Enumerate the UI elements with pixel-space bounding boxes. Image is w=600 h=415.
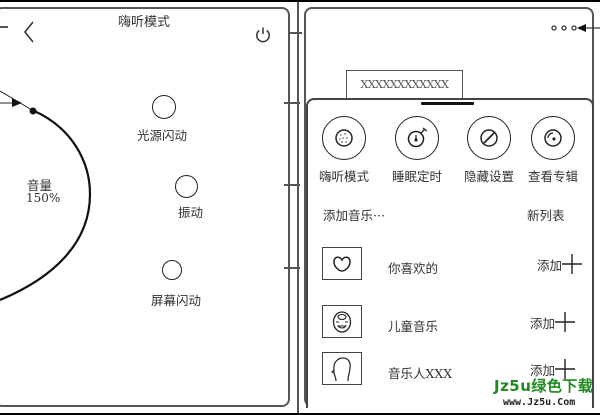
func-label: 查看专辑 xyxy=(527,169,578,184)
album-icon xyxy=(544,129,562,147)
playlist-name[interactable]: 音乐人XXX xyxy=(388,366,453,381)
watermark-url: www.Jz5u.Com xyxy=(503,397,576,408)
power-icon[interactable] xyxy=(254,26,272,44)
func-label: 睡眠定时 xyxy=(391,169,442,184)
add-button[interactable]: 添加 xyxy=(530,312,576,332)
plus-icon xyxy=(562,254,583,274)
playlist-thumb xyxy=(322,305,362,338)
screen-flash-toggle[interactable] xyxy=(162,260,182,280)
add-label: 添加 xyxy=(530,315,556,331)
heart-icon xyxy=(333,256,351,272)
add-label: 添加 xyxy=(530,362,556,378)
add-button[interactable]: 添加 xyxy=(530,359,576,379)
more-dots-icon[interactable] xyxy=(550,22,600,34)
connector-line xyxy=(297,2,299,413)
plus-icon xyxy=(555,312,576,332)
playlist-name[interactable]: 儿童音乐 xyxy=(388,319,439,334)
func-label: 隐藏设置 xyxy=(463,169,514,184)
connector-tick xyxy=(0,26,8,28)
vibrate-label: 振动 xyxy=(178,205,204,220)
chevron-left-icon[interactable] xyxy=(22,20,36,44)
timer-icon xyxy=(407,127,428,148)
func-hide-settings[interactable]: 隐藏设置 xyxy=(459,116,519,185)
light-flash-toggle[interactable] xyxy=(152,95,176,119)
volume-label: 音量 xyxy=(27,178,53,193)
plus-icon xyxy=(555,359,576,379)
new-list-button[interactable]: 新列表 xyxy=(527,208,565,223)
func-label: 嗨听模式 xyxy=(318,169,369,184)
connector-tick xyxy=(284,267,300,269)
func-haiting-mode[interactable]: 嗨听模式 xyxy=(314,116,374,185)
connector-tick xyxy=(288,32,302,34)
connector-tick xyxy=(284,102,300,104)
add-music-link[interactable]: 添加音乐··· xyxy=(323,208,385,223)
child-face-icon xyxy=(332,310,352,333)
person-head-icon xyxy=(331,356,351,381)
add-button[interactable]: 添加 xyxy=(537,254,583,274)
screen-flash-label: 屏幕闪动 xyxy=(151,293,202,308)
hide-icon xyxy=(480,129,498,147)
page-title: 嗨听模式 xyxy=(118,15,171,30)
volume-arc-dial[interactable] xyxy=(0,82,100,307)
playlist-name[interactable]: 你喜欢的 xyxy=(388,261,439,276)
light-flash-label: 光源闪动 xyxy=(137,128,188,143)
speaker-icon xyxy=(335,129,353,147)
playlist-thumb xyxy=(322,352,362,385)
volume-value: 150% xyxy=(26,191,61,205)
haiting-mode-screen xyxy=(0,7,290,407)
func-sleep-timer[interactable]: 睡眠定时 xyxy=(387,116,447,185)
add-label: 添加 xyxy=(537,257,563,273)
func-view-album[interactable]: 查看专辑 xyxy=(523,116,583,185)
sheet-drag-handle[interactable] xyxy=(421,102,474,105)
playlist-thumb xyxy=(322,247,362,280)
watermark-brand: Jz5u绿色下载 xyxy=(494,377,594,395)
title-tab[interactable]: XXXXXXXXXXXX xyxy=(346,70,463,100)
vibrate-toggle[interactable] xyxy=(175,175,198,198)
connector-tick xyxy=(284,184,300,186)
